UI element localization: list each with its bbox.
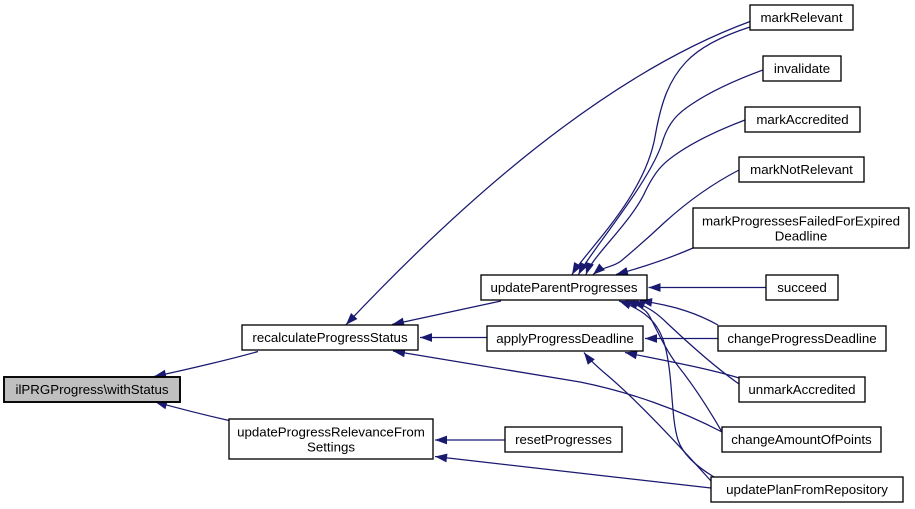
svg-text:changeProgressDeadline: changeProgressDeadline xyxy=(727,331,876,346)
svg-text:applyProgressDeadline: applyProgressDeadline xyxy=(496,331,633,346)
svg-text:succeed: succeed xyxy=(777,280,827,295)
svg-text:Deadline: Deadline xyxy=(775,229,828,244)
svg-text:updateParentProgresses: updateParentProgresses xyxy=(490,280,637,295)
svg-text:updateProgressRelevanceFrom: updateProgressRelevanceFrom xyxy=(237,425,425,440)
svg-text:changeAmountOfPoints: changeAmountOfPoints xyxy=(731,432,872,447)
svg-text:markAccredited: markAccredited xyxy=(756,112,848,127)
svg-text:recalculateProgressStatus: recalculateProgressStatus xyxy=(252,330,408,345)
svg-text:markProgressesFailedForExpired: markProgressesFailedForExpired xyxy=(702,214,900,229)
svg-text:unmarkAccredited: unmarkAccredited xyxy=(748,382,855,397)
svg-text:invalidate: invalidate xyxy=(774,61,830,76)
svg-text:Settings: Settings xyxy=(307,440,355,455)
svg-text:markNotRelevant: markNotRelevant xyxy=(750,162,853,177)
svg-text:ilPRGProgress\withStatus: ilPRGProgress\withStatus xyxy=(16,382,169,397)
svg-text:resetProgresses: resetProgresses xyxy=(515,432,612,447)
svg-text:markRelevant: markRelevant xyxy=(760,10,842,25)
svg-text:updatePlanFromRepository: updatePlanFromRepository xyxy=(726,482,888,497)
